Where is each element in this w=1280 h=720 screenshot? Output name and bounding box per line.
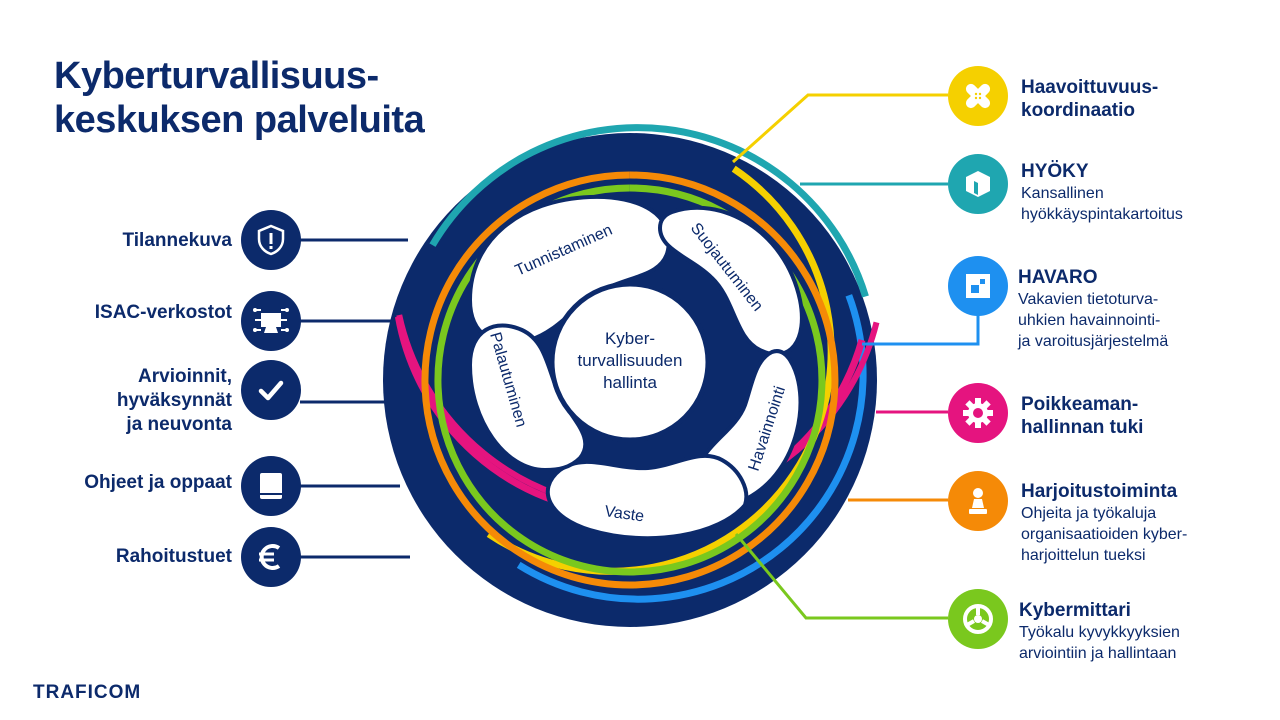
harjoitus-title-1: Harjoitustoiminta (1021, 481, 1178, 502)
shield-alert-icon (241, 210, 301, 270)
havaro-desc-3: ja varoitusjärjestelmä (1018, 333, 1169, 350)
connector-haavoittuvuus (732, 93, 948, 164)
kybermittari-desc-1: Työkalu kyvykkyyksien (1019, 624, 1180, 641)
checkmark-icon (241, 360, 301, 420)
harjoitus-desc-2: organisaatioiden kyber- (1021, 526, 1188, 543)
page-title: Kyberturvallisuus- keskuksen palveluita (54, 54, 484, 142)
haavoittuvuus-title-1: Haavoittuvuus- (1021, 77, 1159, 98)
network-screen-icon (241, 291, 301, 351)
gauge-wheel-icon (948, 589, 1008, 649)
haavoittuvuus-title-2: koordinaatio (1021, 100, 1136, 121)
label-rahoitus: Rahoitustuet (116, 545, 232, 569)
service-haavoittuvuus: Haavoittuvuus- koordinaatio (1021, 76, 1276, 122)
chess-pawn-icon (948, 471, 1008, 531)
harjoitus-desc-3: harjoittelun tueksi (1021, 547, 1146, 564)
hyoky-title: HYÖKY (1021, 160, 1276, 183)
petal-palautuminen (467, 323, 588, 473)
ring-blue (516, 294, 867, 603)
center-line-1: Kyber- (604, 329, 656, 348)
harjoitus-desc: Ohjeita ja työkaluja organisaatioiden ky… (1021, 503, 1276, 566)
kybermittari-title-1: Kybermittari (1019, 600, 1131, 621)
label-arvioinnit: Arvioinnit, hyväksynnät ja neuvonta (117, 365, 232, 437)
havaro-desc-1: Vakavien tietoturva- (1018, 291, 1159, 308)
arvioinnit-line-1: Arvioinnit, (138, 366, 232, 387)
center-line-3: hallinta (603, 373, 657, 392)
connector-havaro (862, 312, 980, 346)
hyoky-desc: Kansallinen hyökkäyspintakartoitus (1021, 183, 1276, 225)
kybermittari-desc: Työkalu kyvykkyyksien arviointiin ja hal… (1019, 622, 1274, 664)
left-connectors (300, 238, 410, 559)
kybermittari-desc-2: arviointiin ja hallintaan (1019, 645, 1177, 662)
label-ohjeet: Ohjeet ja oppaat (84, 471, 232, 495)
havaro-title-1: HAVARO (1018, 267, 1098, 288)
traficom-logo: TRAFICOM (33, 682, 142, 703)
arvioinnit-line-2: hyväksynnät (116, 390, 232, 411)
poikkeama-title-2: hallinnan tuki (1021, 417, 1144, 438)
ohjeet-text: Ohjeet ja oppaat (84, 472, 232, 493)
connector-kybermittari (734, 533, 948, 620)
poikkeama-title: Poikkeaman- hallinnan tuki (1021, 393, 1276, 439)
kybermittari-title: Kybermittari (1019, 599, 1274, 622)
ring-teal (429, 124, 869, 298)
label-vaste: Vaste (603, 503, 645, 525)
harjoitus-desc-1: Ohjeita ja työkaluja (1021, 505, 1157, 522)
center-line-2: turvallisuuden (577, 351, 683, 370)
label-tilannekuva: Tilannekuva (123, 229, 232, 253)
havaro-title: HAVARO (1018, 266, 1273, 289)
title-line-2: keskuksen palveluita (54, 99, 425, 141)
arvioinnit-line-3: ja neuvonta (126, 414, 232, 435)
hyoky-desc-2: hyökkäyspintakartoitus (1021, 206, 1183, 223)
center-circle (549, 281, 711, 443)
book-icon (241, 456, 301, 516)
process-petals (467, 194, 804, 541)
havaro-desc-2: uhkien havainnointi- (1018, 312, 1161, 329)
petal-suojautuminen (657, 205, 804, 357)
cube-icon (948, 154, 1008, 214)
service-harjoitus: Harjoitustoiminta Ohjeita ja työkaluja o… (1021, 480, 1276, 566)
bandage-icon (948, 66, 1008, 126)
center-label: Kyber- turvallisuuden hallinta (564, 328, 696, 394)
ring-orange (421, 171, 839, 589)
gear-icon (948, 383, 1008, 443)
label-isac: ISAC-verkostot (95, 301, 232, 325)
havaro-desc: Vakavien tietoturva- uhkien havainnointi… (1018, 289, 1273, 352)
service-havaro: HAVARO Vakavien tietoturva- uhkien havai… (1018, 266, 1273, 352)
title-line-1: Kyberturvallisuus- (54, 55, 379, 97)
right-connectors (732, 93, 980, 620)
haavoittuvuus-title: Haavoittuvuus- koordinaatio (1021, 76, 1276, 122)
sensor-square-icon (948, 256, 1008, 316)
petal-vaste (545, 454, 749, 541)
rahoitus-text: Rahoitustuet (115, 546, 232, 567)
service-kybermittari: Kybermittari Työkalu kyvykkyyksien arvio… (1019, 599, 1274, 664)
hyoky-desc-1: Kansallinen (1021, 185, 1104, 202)
tilannekuva-text: Tilannekuva (122, 230, 232, 251)
poikkeama-title-1: Poikkeaman- (1021, 394, 1139, 415)
harjoitus-title: Harjoitustoiminta (1021, 480, 1276, 503)
isac-text: ISAC-verkostot (94, 302, 232, 323)
service-poikkeama: Poikkeaman- hallinnan tuki (1021, 393, 1276, 439)
service-hyoky: HYÖKY Kansallinen hyökkäyspintakartoitus (1021, 160, 1276, 225)
euro-icon (241, 527, 301, 587)
hyoky-title-1: HYÖKY (1021, 161, 1089, 182)
